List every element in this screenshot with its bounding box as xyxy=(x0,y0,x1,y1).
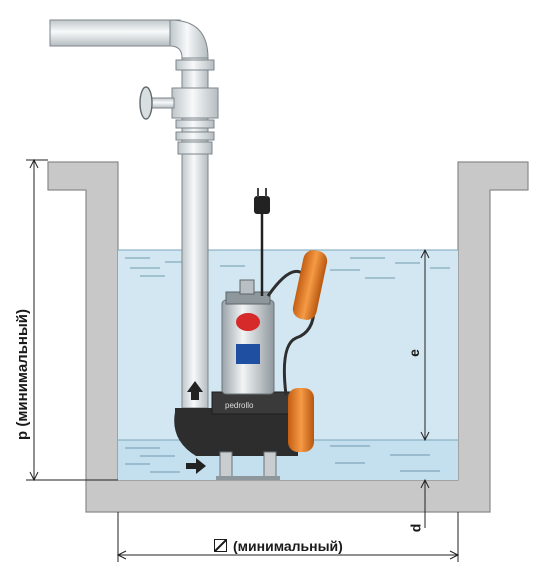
power-cable xyxy=(254,188,270,296)
valve-handwheel-icon xyxy=(139,86,175,120)
dimension-label-width-text: (минимальный) xyxy=(233,538,343,554)
float-cable xyxy=(266,269,316,396)
discharge-pipe xyxy=(49,19,219,409)
dimension-e xyxy=(420,248,430,442)
dimension-label-e: e xyxy=(405,349,422,357)
dimension-label-width: (минимальный) xyxy=(214,538,343,554)
dimension-label-p: p (минимальный) xyxy=(14,308,31,440)
flow-arrow-right-icon xyxy=(186,458,206,474)
pump-brand-text: pedrollo xyxy=(225,401,254,410)
dimension-label-d: d xyxy=(407,523,424,533)
diameter-square-icon xyxy=(214,539,227,552)
dimension-d xyxy=(420,478,430,528)
flow-arrow-up-icon xyxy=(187,381,203,400)
float-switch xyxy=(288,250,328,452)
submersible-pump: pedrollo xyxy=(174,279,299,480)
dimension-width xyxy=(116,512,460,562)
dimension-p xyxy=(26,158,118,482)
